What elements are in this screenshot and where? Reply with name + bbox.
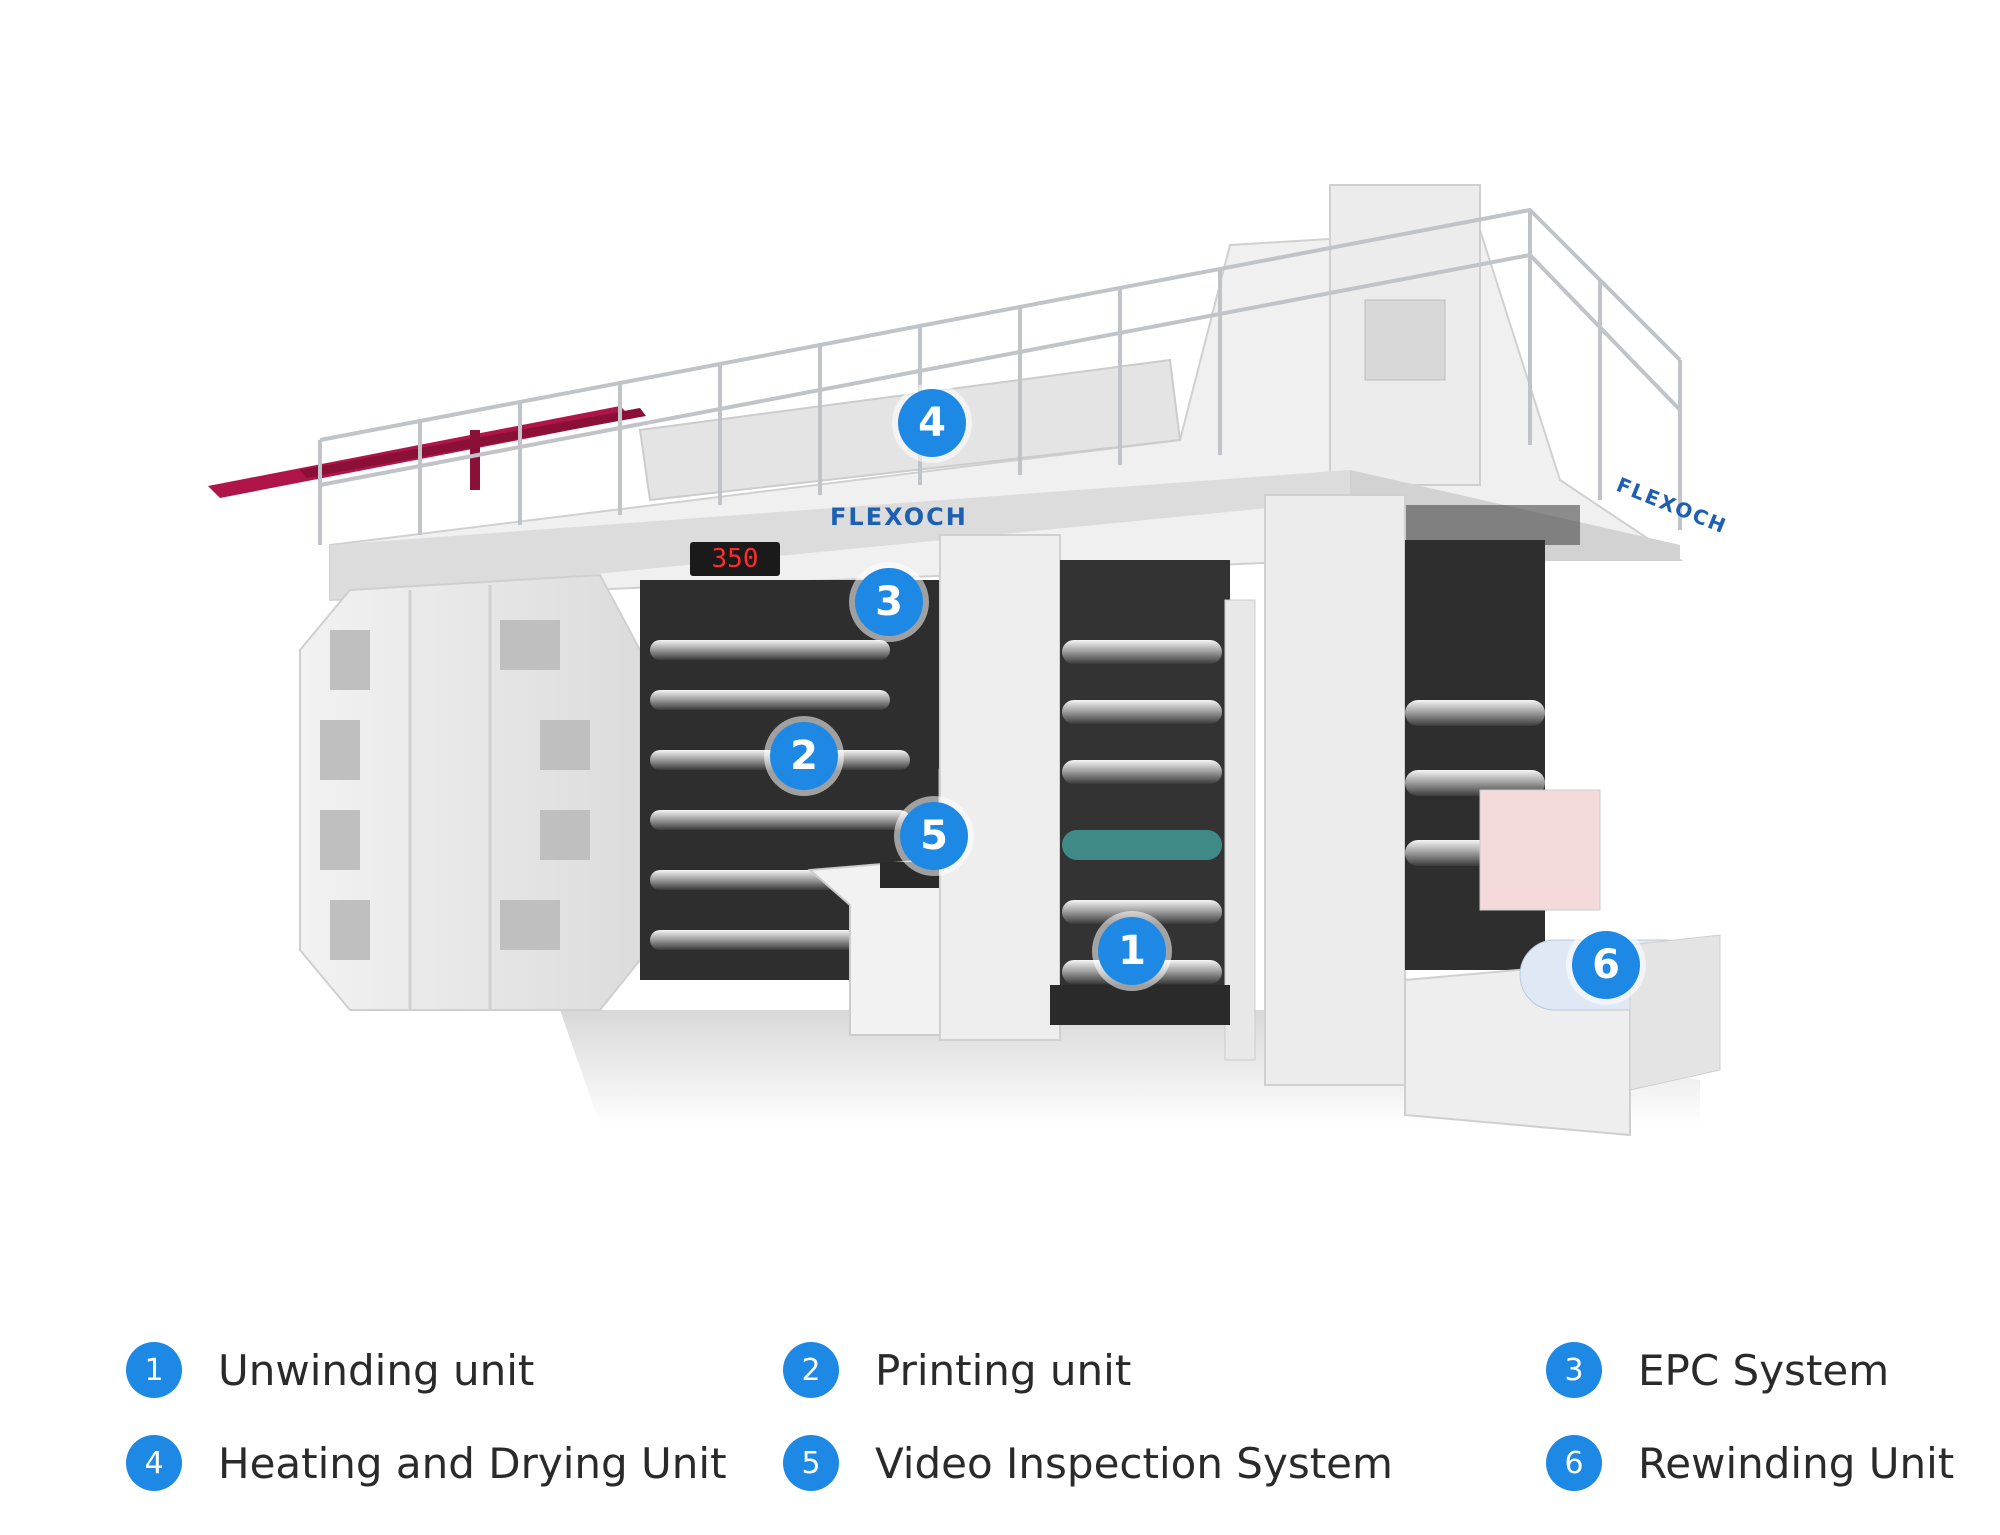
legend-item-6: 6 Rewinding Unit (1546, 1433, 1954, 1493)
legend-number-1: 1 (126, 1342, 182, 1398)
drum-frame (299, 573, 641, 1011)
legend-item-4: 4 Heating and Drying Unit (126, 1433, 727, 1493)
legend-item-2: 2 Printing unit (783, 1340, 1131, 1400)
rewind-tower (1264, 494, 1721, 1137)
legend-item-1: 1 Unwinding unit (126, 1340, 534, 1400)
legend-item-5: 5 Video Inspection System (783, 1433, 1393, 1493)
marker-3: 3 (855, 568, 923, 636)
component-legend: 1 Unwinding unit 2 Printing unit 3 EPC S… (0, 1290, 2000, 1493)
legend-number-5: 5 (783, 1435, 839, 1491)
marker-6: 6 (1572, 931, 1640, 999)
marker-4: 4 (898, 389, 966, 457)
legend-label-5: Video Inspection System (875, 1438, 1393, 1488)
legend-number-2: 2 (783, 1342, 839, 1398)
legend-number-6: 6 (1546, 1435, 1602, 1491)
legend-item-3: 3 EPC System (1546, 1340, 1889, 1400)
inspection-window (1479, 789, 1601, 911)
legend-number-4: 4 (126, 1435, 182, 1491)
marker-2: 2 (770, 722, 838, 790)
unwind-tower (939, 534, 1256, 1061)
legend-number-3: 3 (1546, 1342, 1602, 1398)
brand-front: FLEXOCH (830, 503, 968, 531)
legend-label-4: Heating and Drying Unit (218, 1438, 727, 1488)
legend-label-3: EPC System (1638, 1345, 1890, 1395)
marker-1: 1 (1098, 917, 1166, 985)
printing-machine-drawing: FLEXOCH FLEXOCH (208, 184, 1731, 1137)
legend-label-2: Printing unit (875, 1345, 1132, 1395)
legend-label-1: Unwinding unit (218, 1345, 535, 1395)
legend-label-6: Rewinding Unit (1638, 1438, 1955, 1488)
marker-5: 5 (900, 802, 968, 870)
machine-illustration: FLEXOCH FLEXOCH 350 1 2 3 4 5 6 (208, 184, 1731, 1137)
speed-readout: 350 (690, 542, 780, 576)
